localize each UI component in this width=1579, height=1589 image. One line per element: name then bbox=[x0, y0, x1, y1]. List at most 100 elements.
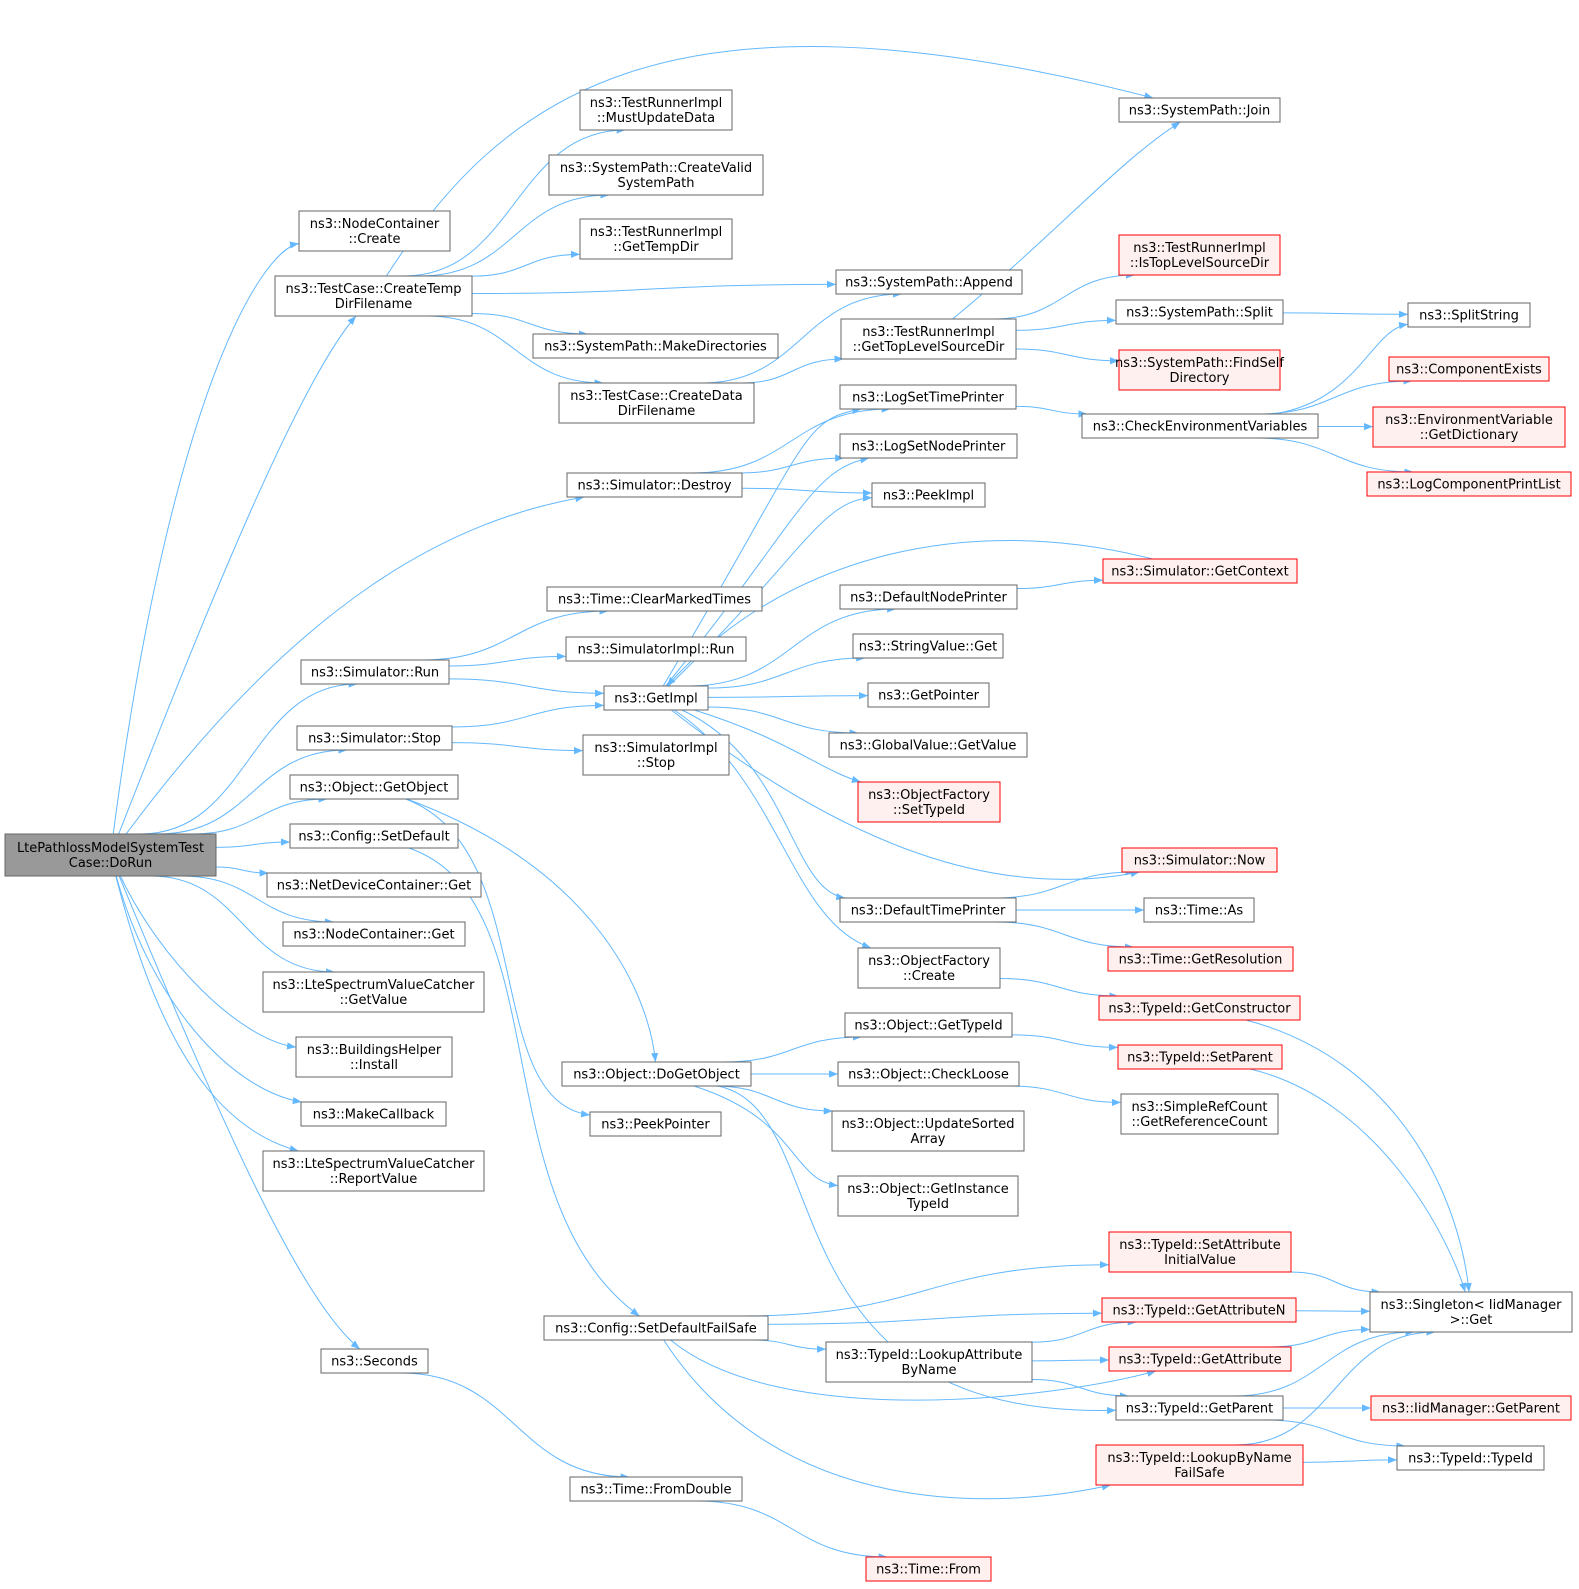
edge-obj_gettypeid-to-tid_setparent bbox=[1011, 1034, 1119, 1051]
edge-root-to-nc_create bbox=[112, 241, 300, 835]
node-label: ns3::TypeId::SetAttribute bbox=[1119, 1238, 1281, 1253]
node-label: ns3::CheckEnvironmentVariables bbox=[1093, 420, 1308, 435]
node-simimpl-stop[interactable]: ns3::SimulatorImpl::Stop bbox=[582, 734, 730, 776]
node-nc-create[interactable]: ns3::NodeContainer::Create bbox=[298, 210, 451, 252]
node-label: ByName bbox=[902, 1363, 957, 1378]
node-sp-makedirs[interactable]: ns3::SystemPath::MakeDirectories bbox=[532, 333, 779, 359]
node-tid-getparent[interactable]: ns3::TypeId::GetParent bbox=[1115, 1395, 1284, 1421]
node-checkenv[interactable]: ns3::CheckEnvironmentVariables bbox=[1081, 413, 1319, 439]
node-label: ns3::TypeId::TypeId bbox=[1408, 1452, 1533, 1467]
node-sp-split[interactable]: ns3::SystemPath::Split bbox=[1115, 299, 1284, 325]
node-nc-get[interactable]: ns3::NodeContainer::Get bbox=[282, 921, 466, 947]
node-sim-now[interactable]: ns3::Simulator::Now bbox=[1121, 847, 1278, 873]
node-box bbox=[289, 774, 459, 800]
node-peekpointer[interactable]: ns3::PeekPointer bbox=[589, 1111, 722, 1137]
edge-tc_cr_temp-to-sp_join bbox=[385, 46, 1154, 277]
node-sim-getcontext[interactable]: ns3::Simulator::GetContext bbox=[1102, 558, 1298, 584]
node-box bbox=[1118, 234, 1281, 276]
node-cfg-setdef[interactable]: ns3::Config::SetDefault bbox=[289, 823, 459, 849]
node-envvar-getdict[interactable]: ns3::EnvironmentVariable::GetDictionary bbox=[1372, 406, 1566, 448]
edge-tc_cr_temp-to-tri_gettempdir bbox=[471, 250, 581, 277]
node-seconds[interactable]: ns3::Seconds bbox=[320, 1348, 429, 1374]
node-time-as[interactable]: ns3::Time::As bbox=[1143, 897, 1255, 923]
node-sp-append[interactable]: ns3::SystemPath::Append bbox=[835, 269, 1023, 295]
node-tid-getctor[interactable]: ns3::TypeId::GetConstructor bbox=[1098, 995, 1301, 1021]
node-obj-getobj[interactable]: ns3::Object::GetObject bbox=[289, 774, 459, 800]
node-label: ns3::LteSpectrumValueCatcher bbox=[273, 978, 476, 993]
node-tid-getattrn[interactable]: ns3::TypeId::GetAttributeN bbox=[1101, 1297, 1297, 1323]
node-strval-get[interactable]: ns3::StringValue::Get bbox=[852, 633, 1004, 659]
node-makecallback[interactable]: ns3::MakeCallback bbox=[300, 1101, 447, 1127]
edge-checkenv-to-compexists bbox=[1256, 377, 1413, 415]
node-logsetnode[interactable]: ns3::LogSetNodePrinter bbox=[839, 433, 1018, 459]
node-label: ::GetTempDir bbox=[613, 240, 699, 255]
node-peekimpl[interactable]: ns3::PeekImpl bbox=[871, 482, 986, 508]
node-label: ns3::ComponentExists bbox=[1396, 363, 1542, 378]
node-label: ::GetValue bbox=[340, 993, 408, 1008]
node-tid-setparent[interactable]: ns3::TypeId::SetParent bbox=[1117, 1044, 1283, 1070]
node-iidmgr-getparent[interactable]: ns3::IidManager::GetParent bbox=[1370, 1395, 1572, 1421]
node-cfg-setdeffs[interactable]: ns3::Config::SetDefaultFailSafe bbox=[543, 1315, 769, 1341]
node-time-clearmarked[interactable]: ns3::Time::ClearMarkedTimes bbox=[546, 586, 763, 612]
edge-tc_cr_temp-to-sp_append bbox=[471, 280, 837, 295]
node-label: ns3::Config::SetDefaultFailSafe bbox=[555, 1322, 757, 1337]
node-box bbox=[871, 482, 986, 508]
node-time-getres[interactable]: ns3::Time::GetResolution bbox=[1107, 946, 1294, 972]
node-obj-gettypeid[interactable]: ns3::Object::GetTypeId bbox=[844, 1012, 1013, 1038]
node-getpointer[interactable]: ns3::GetPointer bbox=[867, 682, 990, 708]
node-defnodeprinter[interactable]: ns3::DefaultNodePrinter bbox=[839, 584, 1018, 610]
node-sim-destroy[interactable]: ns3::Simulator::Destroy bbox=[566, 472, 743, 498]
node-of-create[interactable]: ns3::ObjectFactory::Create bbox=[857, 947, 1001, 989]
node-simimpl-run[interactable]: ns3::SimulatorImpl::Run bbox=[565, 636, 747, 662]
node-obj-dogetobj[interactable]: ns3::Object::DoGetObject bbox=[561, 1061, 752, 1087]
node-label: ns3::ObjectFactory bbox=[868, 954, 990, 969]
node-sim-run[interactable]: ns3::Simulator::Run bbox=[300, 659, 450, 685]
node-time-fromdouble[interactable]: ns3::Time::FromDouble bbox=[569, 1476, 743, 1502]
node-sp-join[interactable]: ns3::SystemPath::Join bbox=[1118, 97, 1281, 123]
node-getimpl[interactable]: ns3::GetImpl bbox=[603, 685, 709, 711]
node-box bbox=[1117, 1044, 1283, 1070]
node-srefcount[interactable]: ns3::SimpleRefCount::GetReferenceCount bbox=[1120, 1093, 1279, 1135]
node-tri-gettempdir[interactable]: ns3::TestRunnerImpl::GetTempDir bbox=[579, 218, 733, 260]
node-deftimeprinter[interactable]: ns3::DefaultTimePrinter bbox=[839, 897, 1017, 923]
node-splitstring[interactable]: ns3::SplitString bbox=[1407, 302, 1531, 328]
node-bh-install[interactable]: ns3::BuildingsHelper::Install bbox=[295, 1036, 453, 1078]
edge-tid_lookupbyname-to-tid_typeid bbox=[1302, 1456, 1398, 1464]
node-tri-gettoplevel[interactable]: ns3::TestRunnerImpl::GetTopLevelSourceDi… bbox=[840, 318, 1017, 360]
node-lsvc-report[interactable]: ns3::LteSpectrumValueCatcher::ReportValu… bbox=[262, 1150, 485, 1192]
node-box bbox=[839, 897, 1017, 923]
node-time-from[interactable]: ns3::Time::From bbox=[865, 1556, 992, 1582]
node-logcompprint[interactable]: ns3::LogComponentPrintList bbox=[1366, 471, 1572, 497]
node-tri-istoplevel[interactable]: ns3::TestRunnerImpl::IsTopLevelSourceDir bbox=[1118, 234, 1281, 276]
node-label: ns3::Seconds bbox=[331, 1355, 418, 1370]
node-box bbox=[603, 685, 709, 711]
node-tri-mustupdate[interactable]: ns3::TestRunnerImpl::MustUpdateData bbox=[579, 89, 733, 131]
node-box bbox=[828, 732, 1028, 758]
node-lsvc-getvalue[interactable]: ns3::LteSpectrumValueCatcher::GetValue bbox=[262, 971, 485, 1013]
node-of-settypeid[interactable]: ns3::ObjectFactory::SetTypeId bbox=[857, 781, 1001, 823]
node-sim-stop[interactable]: ns3::Simulator::Stop bbox=[296, 725, 453, 751]
node-tid-getattr[interactable]: ns3::TypeId::GetAttribute bbox=[1108, 1346, 1292, 1372]
node-label: ns3::ObjectFactory bbox=[868, 788, 990, 803]
node-label: ns3::StringValue::Get bbox=[859, 640, 997, 655]
edge-tri_gettoplevel-to-sp_split bbox=[1015, 316, 1117, 331]
node-tid-typeid[interactable]: ns3::TypeId::TypeId bbox=[1396, 1445, 1545, 1471]
node-label: Array bbox=[910, 1132, 945, 1147]
node-singleton-get[interactable]: ns3::Singleton< IidManager>::Get bbox=[1369, 1291, 1573, 1333]
node-logsettime[interactable]: ns3::LogSetTimePrinter bbox=[839, 384, 1017, 410]
node-gv-getvalue[interactable]: ns3::GlobalValue::GetValue bbox=[828, 732, 1028, 758]
node-obj-checkloose[interactable]: ns3::Object::CheckLoose bbox=[837, 1061, 1020, 1087]
node-ndc-get[interactable]: ns3::NetDeviceContainer::Get bbox=[266, 872, 482, 898]
node-compexists[interactable]: ns3::ComponentExists bbox=[1388, 356, 1550, 382]
edge-getimpl-to-getpointer bbox=[707, 692, 869, 700]
